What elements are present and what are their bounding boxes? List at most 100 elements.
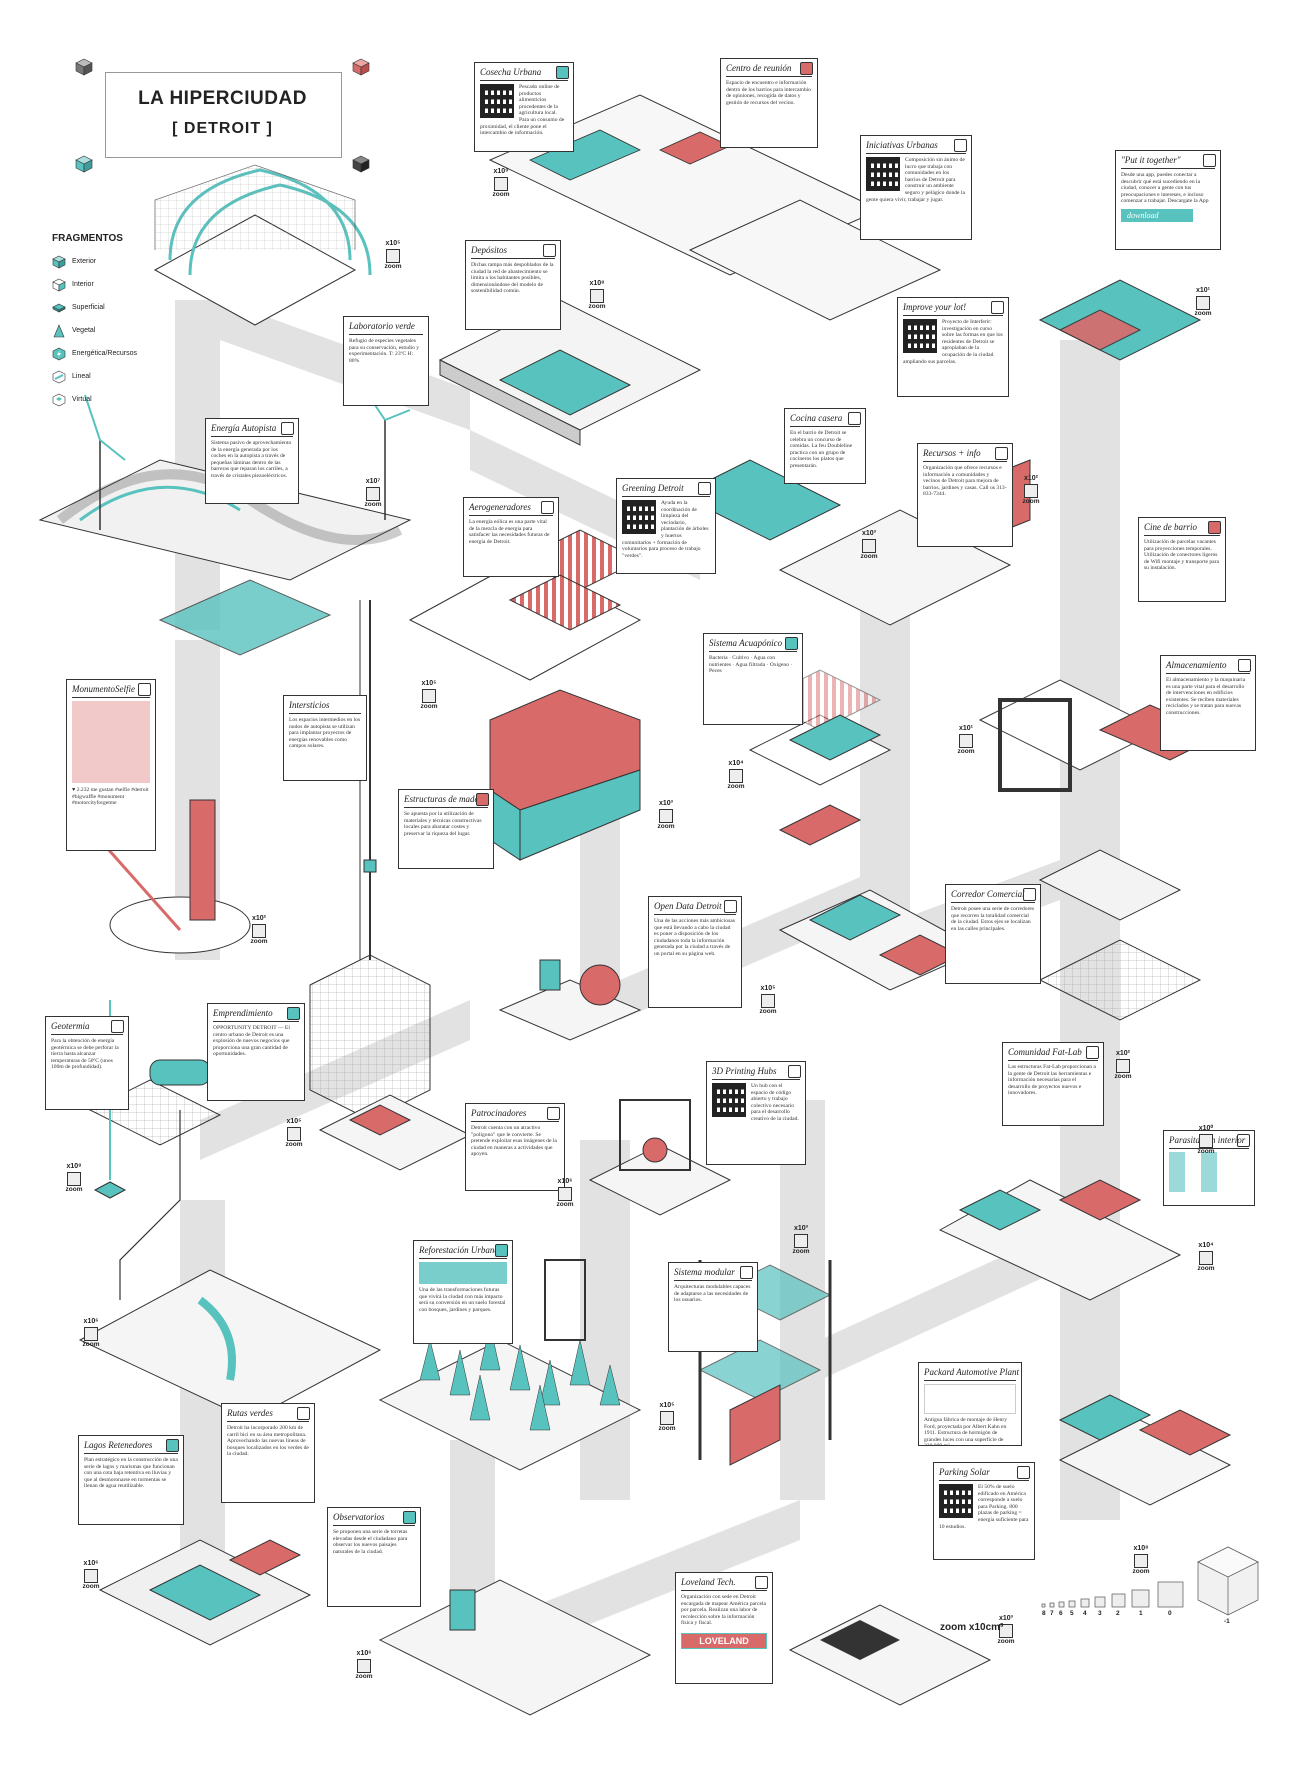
zoom-cube-icon xyxy=(386,249,400,263)
surface-icon xyxy=(52,301,66,315)
virtual-icon xyxy=(954,139,967,152)
legend-label: Virtual xyxy=(72,396,92,403)
energy-icon xyxy=(1237,1134,1250,1147)
card-title: Reforestación Urbana xyxy=(419,1245,507,1259)
modular-system xyxy=(698,1260,832,1466)
surface-icon xyxy=(556,66,569,79)
corner-cube-red-icon xyxy=(352,58,370,76)
card-cosecha-urbana: Cosecha Urbana Pescado online de product… xyxy=(474,62,574,152)
virtual-icon xyxy=(1086,1046,1099,1059)
open-data-plaza xyxy=(498,959,642,1041)
card-title: "Put it together" xyxy=(1121,155,1215,169)
card-body: Organización con sede en Detroit encarga… xyxy=(681,1594,766,1627)
corner-cube-dark-icon xyxy=(352,155,370,173)
card-title: 3D Printing Hubs xyxy=(712,1066,800,1080)
scale-tick: 6 xyxy=(1059,1610,1063,1617)
scale-tick: 5 xyxy=(1070,1610,1074,1617)
card-title: Geotermia xyxy=(51,1021,123,1035)
card-body: El 50% de suelo edificado en América cor… xyxy=(939,1484,1029,1530)
card-packard-automotive-plant: Packard Automotive Plant Antigua fábrica… xyxy=(918,1362,1022,1446)
zoom-cube-icon xyxy=(67,1172,81,1186)
download-button[interactable]: download xyxy=(1121,208,1193,222)
zoom-cube-icon xyxy=(794,1234,808,1248)
card-title: Depósitos xyxy=(471,245,555,259)
scale-tick: 7 xyxy=(1050,1610,1054,1617)
card-observatorios: Observatorios Se proponen una serie de t… xyxy=(327,1507,421,1607)
card-title: Greening Detroit xyxy=(622,483,710,497)
card-reforestacion-urbana: Reforestación Urbana Una de las transfor… xyxy=(413,1240,513,1344)
card-sistema-acuaponico: Sistema Acuapónico Bacteria · Cultivo · … xyxy=(703,633,803,725)
card-comunidad-fatlab: Comunidad Fat-Lab Las estructuras Fat-La… xyxy=(1002,1042,1104,1126)
scale-tick: 1 xyxy=(1139,1610,1143,1617)
card-title: Cocina casera xyxy=(790,413,860,427)
card-body: Organización que ofrece recursos e infor… xyxy=(923,465,1007,498)
cube-red-icon xyxy=(476,793,489,806)
card-centro-reunion: Centro de reunión Espacio de encuentro e… xyxy=(720,58,818,148)
card-estructuras-madera: Estructuras de madera Se apuesta por la … xyxy=(398,789,494,869)
card-title: Observatorios xyxy=(333,1512,415,1526)
card-title: Comunidad Fat-Lab xyxy=(1008,1047,1098,1061)
card-cocina-casera: Cocina casera En el barrio de Detroit se… xyxy=(784,408,866,484)
card-title: MonumentoSelfie xyxy=(72,684,150,698)
card-title: Loveland Tech. xyxy=(681,1577,767,1591)
cube-teal-icon xyxy=(403,1511,416,1524)
page-title: LA HIPERCIUDAD xyxy=(138,88,307,109)
scale-tick: 4 xyxy=(1083,1610,1087,1617)
card-title: Cosecha Urbana xyxy=(480,67,568,81)
zoom-cube-icon xyxy=(862,539,876,553)
card-body: Desde una app, puedes conectar a descubr… xyxy=(1121,172,1209,205)
card-aerogeneradores: Aerogeneradores La energía eólica es una… xyxy=(463,497,559,577)
zoom-cube-icon xyxy=(422,689,436,703)
card-body: Dichas rampa más despoblados de la ciuda… xyxy=(471,262,554,295)
card-body: Se apuesta por la utilización de materia… xyxy=(404,811,482,837)
legend-label: Superficial xyxy=(72,304,105,311)
zoom-cube-icon xyxy=(252,924,266,938)
energy-icon xyxy=(543,244,556,257)
legend-item: Energética/Recursos xyxy=(52,342,162,365)
commercial-corridor xyxy=(778,889,982,991)
corner-cube-grey-icon xyxy=(75,58,93,76)
zoom-cube-icon xyxy=(494,177,508,191)
linear-icon xyxy=(297,1407,310,1420)
city-block-top xyxy=(488,94,942,321)
corner-cube-teal-icon xyxy=(75,155,93,173)
card-energia-autopista: Energía Autopista Sistema pasivo de apro… xyxy=(205,418,299,504)
legend-item: Superficial xyxy=(52,296,162,319)
card-body: Detroit posee una serie de corredores qu… xyxy=(951,906,1035,932)
card-body: En el barrio de Detroit se celebra un co… xyxy=(790,430,853,469)
zoom-cube-icon xyxy=(1199,1251,1213,1265)
title-block: LA HIPERCIUDAD [ DETROIT ] xyxy=(75,58,370,173)
card-laboratorio-verde: Laboratorio verde Refugio de especies ve… xyxy=(343,316,429,406)
card-body: Antigua fábrica de montaje de Henry Ford… xyxy=(924,1417,1008,1445)
card-emprendimiento: Emprendimiento OPPORTUNITY DETROIT — El … xyxy=(207,1003,305,1101)
scale-tick: -1 xyxy=(1224,1618,1230,1625)
reforestation-illustration xyxy=(419,1262,507,1284)
card-title: Aerogeneradores xyxy=(469,502,553,516)
card-body: Los espacios intermedios en los nudos de… xyxy=(289,717,361,750)
virtual-icon xyxy=(755,1576,768,1589)
car-sketches xyxy=(924,1384,1016,1414)
card-title: Emprendimiento xyxy=(213,1008,299,1022)
legend-heading: FRAGMENTOS xyxy=(52,233,123,244)
card-body: Una de las transformaciones futuras que … xyxy=(419,1287,506,1313)
energy-icon xyxy=(1017,1466,1030,1479)
card-body: Se proponen una serie de torretas elevad… xyxy=(333,1529,408,1555)
virtual-icon xyxy=(991,301,1004,314)
selfie-photo xyxy=(72,701,150,783)
virtual-icon xyxy=(995,447,1008,460)
card-title: Laboratorio verde xyxy=(349,321,423,335)
card-iniciativas-urbanas: Iniciativas Urbanas Composición sin ánim… xyxy=(860,135,972,240)
qr-code-icon xyxy=(939,1484,973,1518)
card-body: OPPORTUNITY DETROIT — El centro urbano d… xyxy=(213,1025,290,1058)
